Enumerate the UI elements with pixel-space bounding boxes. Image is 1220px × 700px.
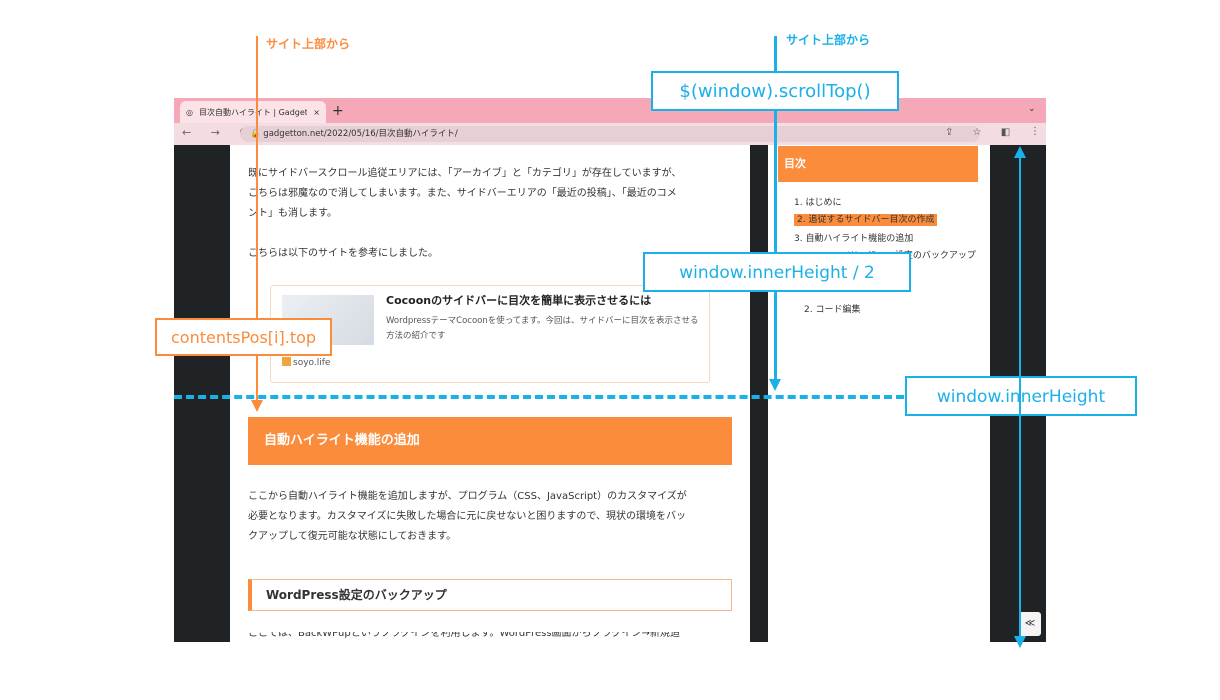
article-content [230,145,750,642]
orange-arrow-head [251,400,263,412]
toc-item[interactable]: 1. はじめに [794,198,842,208]
article-paragraph-3: ここから自動ハイライト機能を追加しますが、プログラム（CSS、JavaScrip… [248,491,687,542]
card-site: soyo.life [282,357,330,368]
blue-arrow-line [774,36,777,381]
orange-arrow-line [256,36,258,406]
article-paragraph-2: こちらは以下のサイトを参考にしました。 [248,248,438,259]
section-heading: 自動ハイライト機能の追加 [248,417,732,465]
viewport-middle-line [174,395,904,399]
subsection-heading: WordPress設定のバックアップ [248,579,732,611]
url-text: gadgetton.net/2022/05/16/目次自動ハイライト/ [263,129,458,139]
toc-item[interactable]: 3. 自動ハイライト機能の追加 [794,234,914,244]
page-gutter [750,145,768,642]
new-tab-button[interactable]: + [332,103,344,119]
lock-icon: 🔒 [250,129,263,139]
toc-item[interactable]: 2. コード編集 [804,305,861,315]
article-paragraph-4: ここでは、BackWPupというプラグインを利用します。WordPress画面か… [248,632,680,639]
inner-height-line [1019,156,1021,640]
orange-top-label: サイト上部から [266,37,351,51]
blue-top-label: サイト上部から [786,33,871,47]
card-title[interactable]: Cocoonのサイドバーに目次を簡単に表示させるには [386,294,652,307]
inner-height-half-label: window.innerHeight / 2 [643,252,911,292]
page-margin-left [174,145,230,642]
card-description: WordpressテーマCocoonを使ってます。今回は、サイドバーに目次を表示… [386,316,699,341]
site-favicon-icon: ◎ [186,107,193,117]
inner-height-label: window.innerHeight [905,376,1137,416]
site-logo-icon [282,357,291,366]
scroll-to-top-button[interactable]: ≪ [1019,612,1041,636]
blue-arrow-head [769,379,781,391]
toc-item-active[interactable]: 2. 追従するサイドバー目次の作成 [794,212,938,226]
toc-header: 目次 [778,146,978,182]
close-tab-icon[interactable]: × [313,107,320,117]
article-paragraph-1: 既にサイドバースクロール追従エリアには、「アーカイブ」と「カテゴリ」が存在してい… [248,168,682,219]
browser-tab[interactable]: ◎ 目次自動ハイライト | Gadgetton × [180,101,326,123]
url-field[interactable]: 🔒 gadgetton.net/2022/05/16/目次自動ハイライト/ [240,126,980,142]
contents-pos-label: contentsPos[i].top [155,318,333,356]
browser-menu-icon[interactable]: ⋮ [1030,126,1040,137]
inner-height-arrow-up [1014,146,1026,158]
nav-buttons-icon[interactable]: ← → C [182,126,256,139]
scroll-top-label: $(window).scrollTop() [651,71,899,111]
toolbar-icons[interactable]: ⇪ ☆ ◧ [945,127,1019,138]
inner-height-arrow-down [1014,636,1026,648]
tab-title: 目次自動ハイライト | Gadgetton [198,107,308,117]
toc-item[interactable]: WordPress設定のバックアップ [848,251,976,261]
tab-search-icon[interactable]: ⌄ [1028,104,1036,114]
